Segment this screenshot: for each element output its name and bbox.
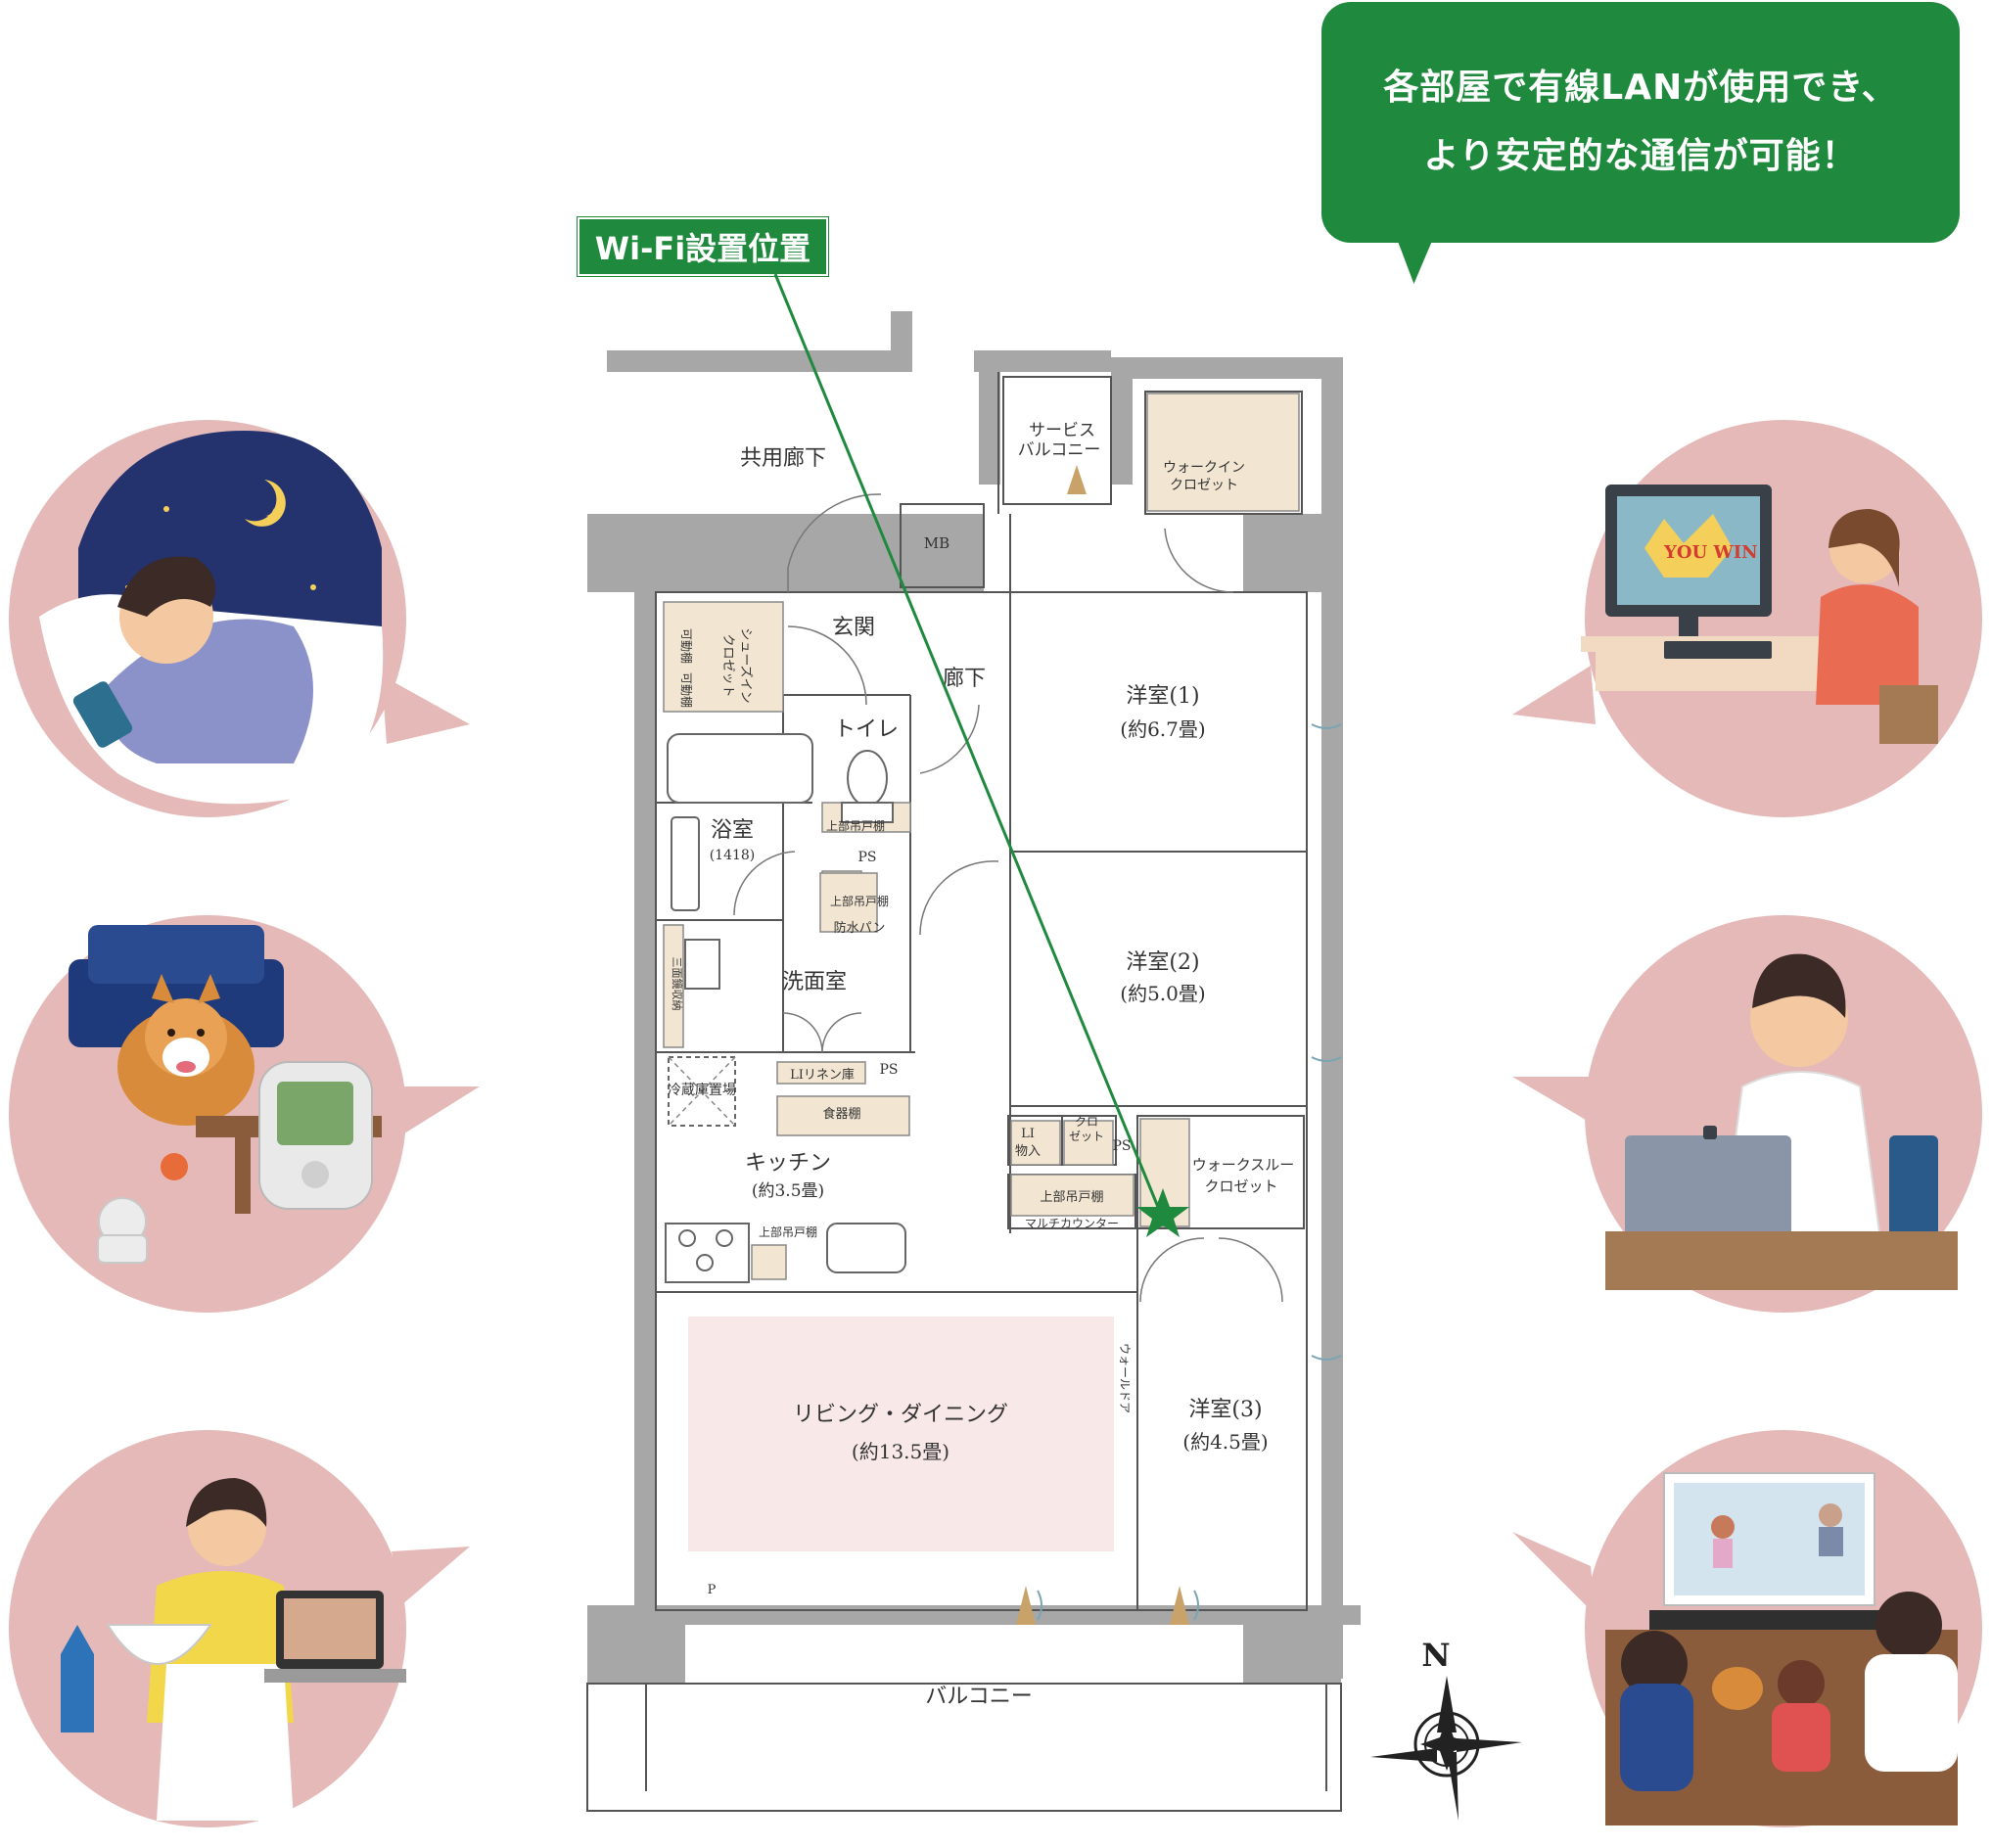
label-ps-2: PS <box>879 1062 898 1078</box>
label-western-1-size: (約6.7畳) <box>1120 717 1205 741</box>
label-li-storage-1: LI <box>1021 1127 1035 1141</box>
compass-north-label: N <box>1421 1637 1450 1674</box>
label-service-balcony-1: サービス <box>1029 421 1095 440</box>
label-western-2: 洋室(2) <box>1126 950 1199 975</box>
label-service-balcony-2: バルコニー <box>1018 440 1101 460</box>
callout-line-1: 各部屋で有線LANが使用でき、 <box>1383 68 1898 108</box>
label-p-mark: P <box>708 1583 717 1597</box>
label-common-corridor: 共用廊下 <box>740 446 826 471</box>
label-western-3: 洋室(3) <box>1188 1398 1262 1422</box>
label-entrance: 玄関 <box>832 616 875 640</box>
label-walkthrough-1: ウォークスルー <box>1192 1156 1295 1174</box>
label-dish-shelf: 食器棚 <box>822 1106 860 1122</box>
label-three-mirror: 三面鏡収納 <box>671 957 684 1011</box>
wifi-pointer-line <box>773 273 1162 1213</box>
compass-icon: N <box>1370 1637 1522 1821</box>
label-washroom: 洗面室 <box>782 970 847 994</box>
callout-line-2: より安定的な通信が可能！ <box>1423 136 1858 176</box>
family-tv-icon <box>1512 1430 1982 1827</box>
label-multi-counter: マルチカウンター <box>1025 1217 1119 1230</box>
label-ps-1: PS <box>857 850 876 865</box>
label-kitchen: キッチン <box>745 1151 831 1176</box>
label-linen: LIリネン庫 <box>790 1068 855 1083</box>
wifi-star-icon <box>1136 1188 1189 1237</box>
cooking-tablet-icon <box>9 1430 470 1827</box>
remote-work-icon <box>1512 915 1982 1313</box>
label-toilet: トイレ <box>834 717 899 742</box>
label-living-size: (約13.5畳) <box>852 1440 949 1463</box>
label-balcony: バルコニー <box>925 1685 1033 1709</box>
label-movable-shelf-1: 可動棚 <box>679 628 694 664</box>
label-bath: 浴室 <box>711 818 754 843</box>
label-western-1: 洋室(1) <box>1126 684 1199 709</box>
label-walkin-1: ウォークイン <box>1163 460 1245 476</box>
label-ps-3: PS <box>1112 1138 1131 1154</box>
label-walkthrough-2: クロゼット <box>1204 1178 1277 1195</box>
label-upper-shelf-toilet: 上部吊戸棚 <box>826 818 885 833</box>
label-bath-size: (1418) <box>710 848 756 863</box>
wifi-location-label: Wi-Fi設置位置 <box>578 217 828 276</box>
label-closet-1: クロ <box>1075 1115 1098 1129</box>
label-waterproof-pan: 防水パン <box>834 920 886 936</box>
label-li-storage-2: 物入 <box>1015 1144 1041 1159</box>
label-closet-2: ゼット <box>1069 1130 1104 1143</box>
label-shoe-2: クロゼット <box>720 633 735 697</box>
pet-camera-icon <box>9 915 480 1313</box>
label-wall-door: ウォールドア <box>1118 1343 1132 1413</box>
label-upper-shelf-wash: 上部吊戸棚 <box>830 894 889 908</box>
lan-callout: 各部屋で有線LANが使用でき、 より安定的な通信が可能！ <box>1321 2 1960 243</box>
label-mb: MB <box>924 534 949 552</box>
sleeping-phone-icon: ✦ <box>9 420 470 817</box>
svg-text:✦: ✦ <box>264 505 282 530</box>
label-living: リビング・ダイニング <box>793 1403 1008 1427</box>
label-western-3-size: (約4.5畳) <box>1182 1430 1268 1454</box>
floor-plan: 共用廊下 サービス バルコニー MB ウォークイン クロゼット 玄関 廊下 トイ… <box>586 273 1361 1812</box>
label-movable-shelf-2: 可動棚 <box>679 672 694 708</box>
label-western-2-size: (約5.0畳) <box>1120 982 1205 1005</box>
game-win-text: YOU WIN <box>1663 542 1758 563</box>
label-upper-shelf-counter: 上部吊戸棚 <box>1040 1190 1103 1205</box>
gaming-icon: YOU WIN <box>1512 420 1982 817</box>
label-hallway: 廊下 <box>943 667 986 691</box>
label-upper-shelf-kitchen: 上部吊戸棚 <box>759 1224 817 1239</box>
label-fridge: 冷蔵庫置場 <box>668 1082 736 1098</box>
label-walkin-2: クロゼット <box>1170 478 1238 493</box>
label-shoe-1: シューズイン <box>738 627 754 703</box>
label-kitchen-size: (約3.5畳) <box>752 1181 824 1201</box>
